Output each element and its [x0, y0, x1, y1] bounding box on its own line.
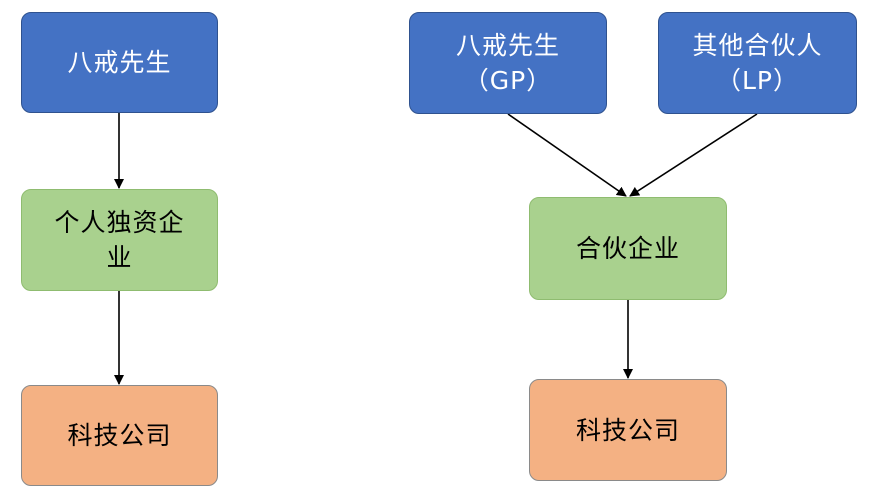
right-tech-company-node: 科技公司 — [529, 379, 727, 481]
partnership-node: 合伙企业 — [529, 197, 727, 300]
gp-node: 八戒先生 （GP） — [409, 12, 607, 114]
sole-proprietorship-label-line-1: 个人独资企 — [54, 208, 185, 237]
arrow-gp-to-partnership — [507, 113, 627, 197]
lp-label-line-2: （LP） — [715, 66, 799, 95]
right-tech-company-label: 科技公司 — [575, 415, 680, 445]
partnership-label: 合伙企业 — [575, 234, 680, 263]
gp-label-line-1: 八戒先生 — [455, 31, 560, 60]
left-tech-company-label: 科技公司 — [67, 421, 172, 450]
arrow-lp-to-partnership — [629, 113, 758, 197]
gp-label-line-2: （GP） — [463, 66, 553, 95]
left-tech-company-node: 科技公司 — [21, 385, 218, 486]
sole-proprietorship-node: 个人独资企 业 — [21, 189, 218, 291]
lp-node: 其他合伙人 （LP） — [658, 12, 857, 114]
left-owner-label: 八戒先生 — [67, 48, 172, 77]
lp-label-line-1: 其他合伙人 — [692, 31, 823, 60]
sole-proprietorship-label-line-2: 业 — [106, 243, 133, 272]
left-owner-node: 八戒先生 — [21, 12, 218, 113]
